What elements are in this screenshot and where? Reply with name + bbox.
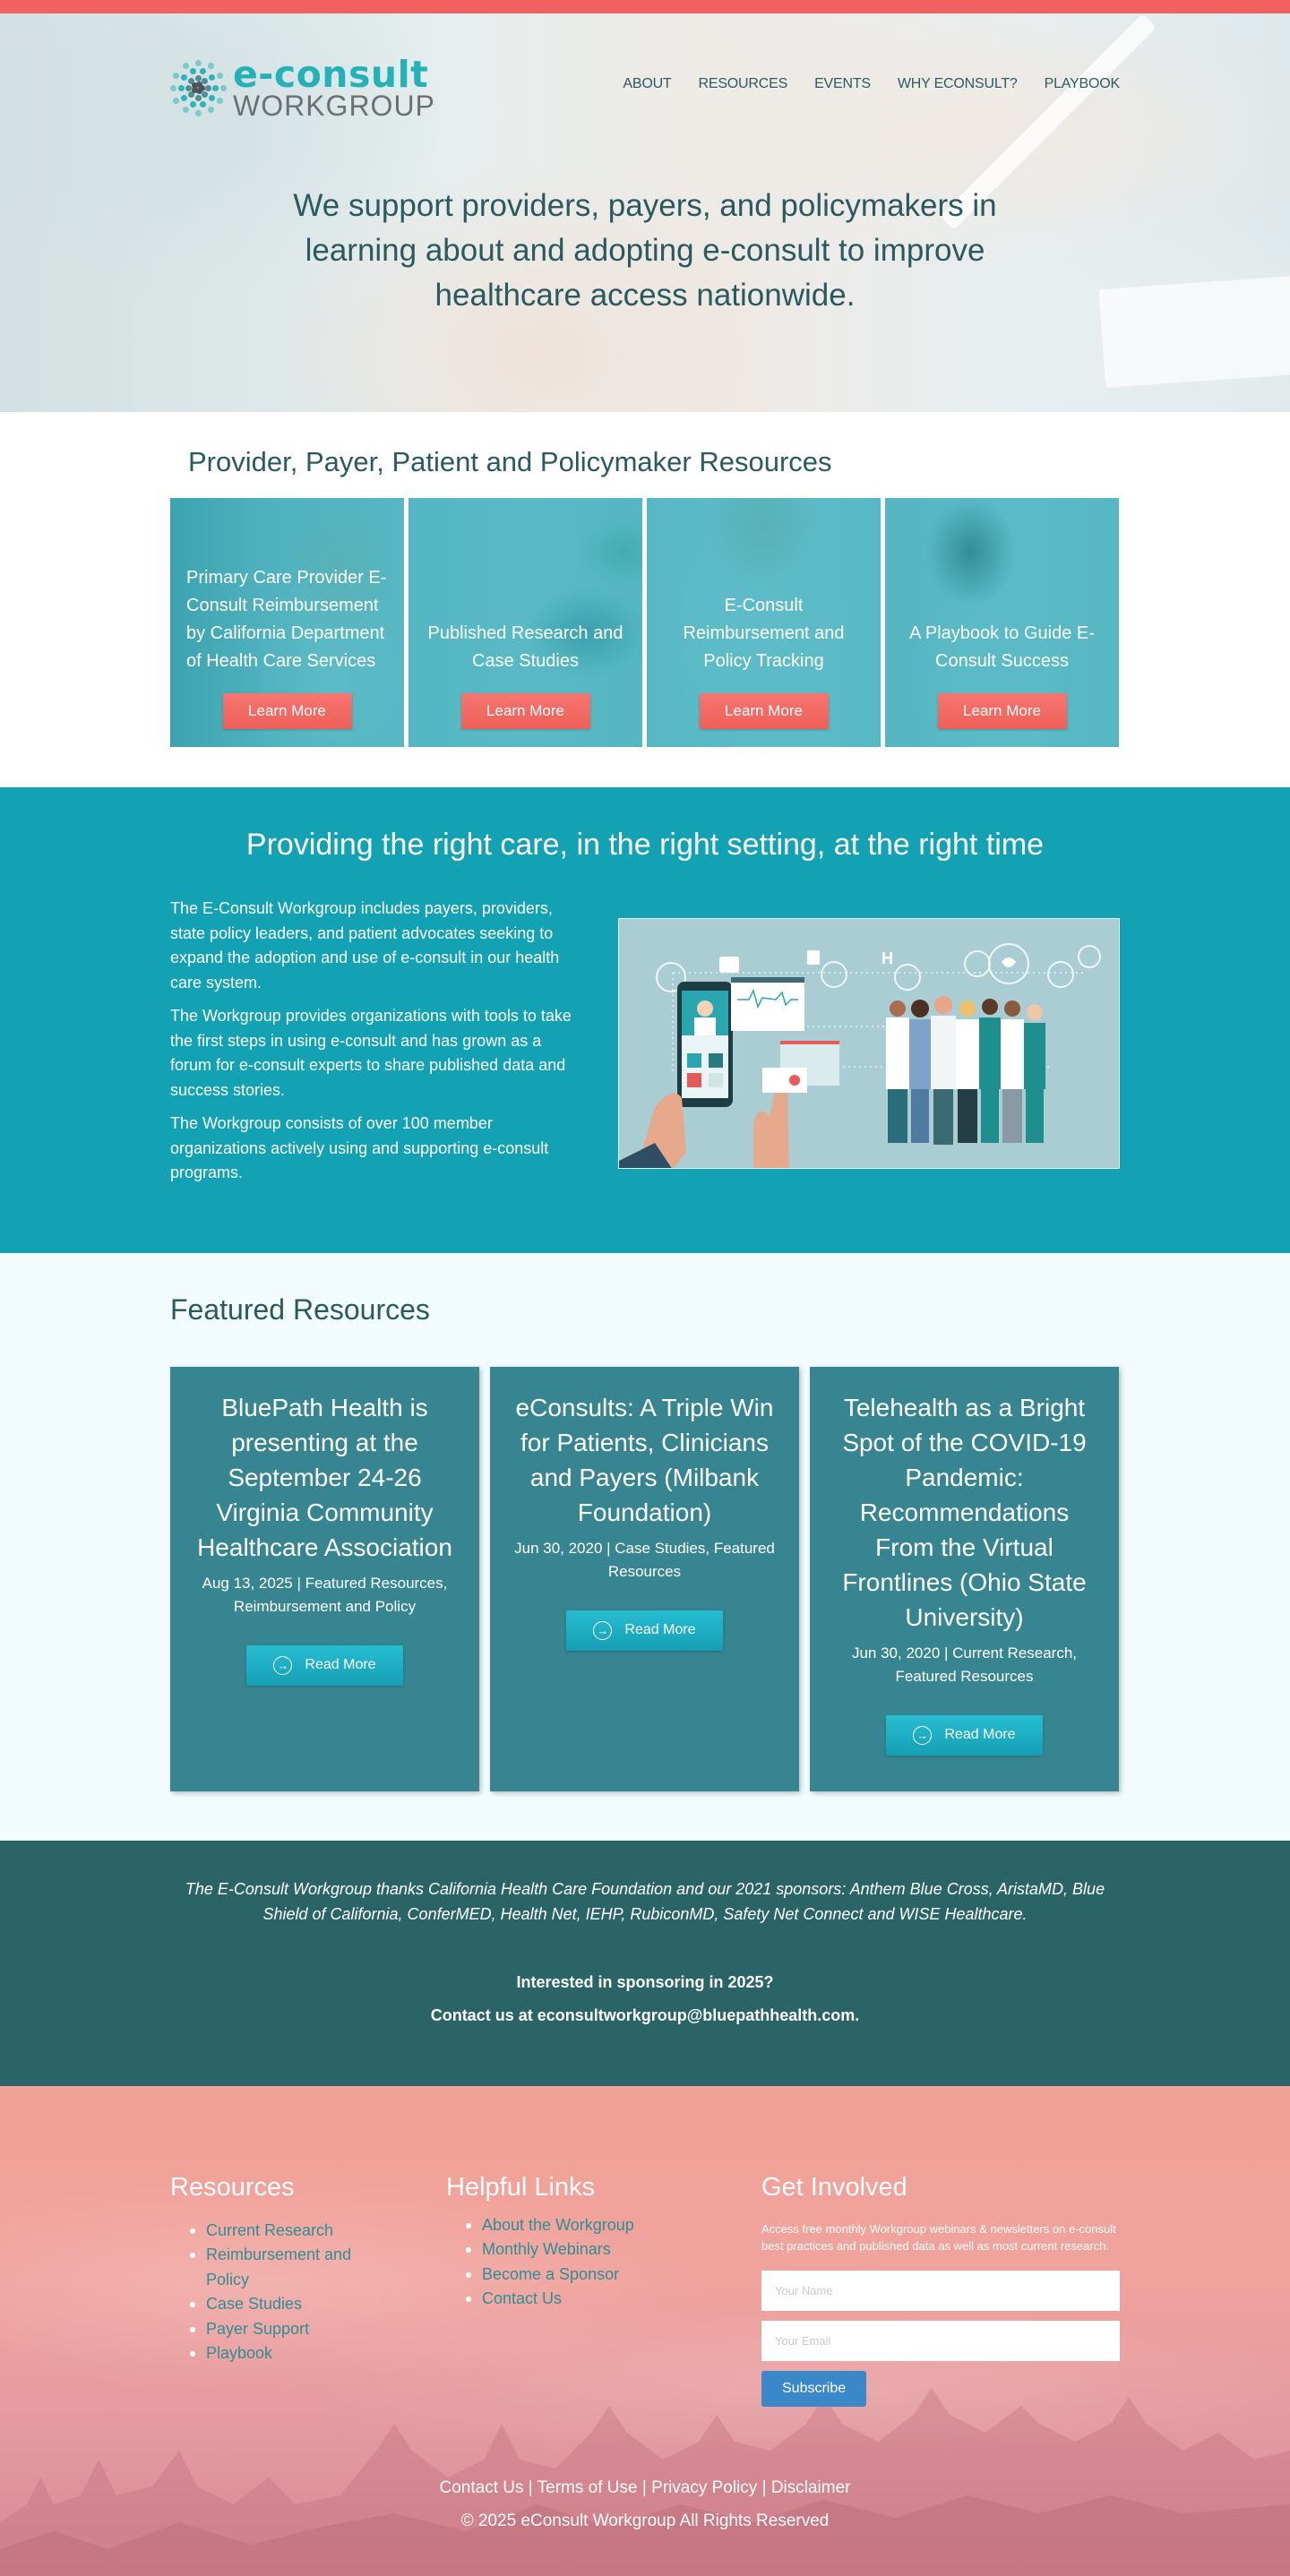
- site-header: e-consult WORKGROUP ABOUT RESOURCES EVEN…: [169, 47, 1120, 128]
- footer-get-involved: Get Involved Access free monthly Workgro…: [761, 2173, 1120, 2407]
- right-care-paragraph: The E-Consult Workgroup includes payers,…: [170, 899, 560, 992]
- arrow-right-circle-icon: →: [913, 1725, 933, 1745]
- learn-more-button[interactable]: Learn More: [699, 693, 829, 729]
- footer-get-involved-heading: Get Involved: [761, 2172, 907, 2202]
- resource-card-dhcs: Primary Care Provider E-Consult Reimburs…: [170, 498, 404, 747]
- hero-section: e-consult WORKGROUP ABOUT RESOURCES EVEN…: [0, 13, 1290, 412]
- right-care-heading: Providing the right care, in the right s…: [245, 828, 1045, 862]
- featured-card-meta: Jun 30, 2020 | Current Research, Feature…: [851, 1644, 1078, 1685]
- featured-card-title[interactable]: eConsults: A Triple Win for Patients, Cl…: [515, 1393, 774, 1526]
- read-more-button[interactable]: → Read More: [886, 1714, 1043, 1756]
- featured-card: BluePath Health is presenting at the Sep…: [170, 1366, 479, 1791]
- sponsor-thanks: The E-Consult Workgroup thanks Californi…: [185, 1879, 1105, 1923]
- learn-more-button[interactable]: Learn More: [460, 693, 590, 729]
- nav-resources[interactable]: RESOURCES: [698, 76, 788, 91]
- arrow-right-circle-icon: →: [593, 1620, 613, 1640]
- email-input[interactable]: [761, 2320, 1120, 2361]
- footer-privacy[interactable]: Privacy Policy: [651, 2477, 758, 2497]
- resource-card-title: A Playbook to Guide E-Consult Success: [909, 623, 1095, 671]
- resource-card-research: Published Research and Case Studies Lear…: [408, 498, 642, 747]
- featured-card-title[interactable]: Telehealth as a Bright Spot of the COVID…: [842, 1393, 1087, 1631]
- hero-background-clipboard: [1098, 275, 1290, 388]
- footer-disclaimer[interactable]: Disclaimer: [770, 2477, 851, 2497]
- hero-tagline: We support providers, payers, and policy…: [293, 188, 997, 313]
- resources-heading: Provider, Payer, Patient and Policymaker…: [188, 446, 832, 477]
- logo-dots-icon: [169, 59, 227, 116]
- subscribe-button[interactable]: Subscribe: [761, 2370, 867, 2407]
- learn-more-button[interactable]: Learn More: [222, 693, 352, 729]
- nav-about[interactable]: ABOUT: [623, 76, 672, 91]
- footer-link-webinars[interactable]: Monthly Webinars: [466, 2237, 761, 2263]
- nav-why-econsult[interactable]: WHY ECONSULT?: [897, 76, 1018, 91]
- top-accent-bar: [0, 0, 1290, 13]
- nav-events[interactable]: EVENTS: [814, 76, 871, 91]
- footer-helpful-links: Helpful Links About the Workgroup Monthl…: [446, 2173, 761, 2407]
- resource-card-title: Primary Care Provider E-Consult Reimburs…: [186, 568, 387, 671]
- footer-link-payer-support[interactable]: Payer Support: [190, 2317, 376, 2342]
- right-care-paragraph: The Workgroup consists of over 100 membe…: [170, 1114, 549, 1181]
- resources-section: Provider, Payer, Patient and Policymaker…: [0, 412, 1290, 787]
- read-more-button[interactable]: → Read More: [246, 1644, 403, 1686]
- resource-card-playbook: A Playbook to Guide E-Consult Success Le…: [885, 498, 1119, 747]
- footer-link-contact[interactable]: Contact Us: [466, 2287, 761, 2312]
- featured-card: Telehealth as a Bright Spot of the COVID…: [810, 1366, 1119, 1791]
- sponsor-question: Interested in sponsoring in 2025?: [516, 1972, 774, 1991]
- sponsors-section: The E-Consult Workgroup thanks Californi…: [0, 1840, 1290, 2086]
- nav-playbook[interactable]: PLAYBOOK: [1044, 76, 1121, 91]
- footer-link-about[interactable]: About the Workgroup: [466, 2213, 761, 2238]
- footer-contact-us[interactable]: Contact Us: [439, 2477, 524, 2497]
- right-care-paragraph: The Workgroup provides organizations wit…: [170, 1007, 572, 1099]
- footer-link-case-studies[interactable]: Case Studies: [190, 2292, 376, 2317]
- resource-card-policy-tracking: E-Consult Reimbursement and Policy Track…: [647, 498, 881, 747]
- site-footer: Resources Current Research Reimbursement…: [0, 2085, 1290, 2576]
- logo-text-workgroup: WORKGROUP: [233, 89, 435, 122]
- footer-bottom: Contact Us | Terms of Use | Privacy Poli…: [0, 2471, 1290, 2537]
- featured-card-meta: Jun 30, 2020 | Case Studies, Featured Re…: [514, 1539, 775, 1580]
- forest-background: [0, 2387, 1290, 2576]
- arrow-right-circle-icon: →: [273, 1655, 293, 1675]
- footer-terms[interactable]: Terms of Use: [537, 2477, 638, 2497]
- site-logo[interactable]: e-consult WORKGROUP: [169, 52, 435, 122]
- main-nav: ABOUT RESOURCES EVENTS WHY ECONSULT? PLA…: [623, 76, 1120, 92]
- featured-card: eConsults: A Triple Win for Patients, Cl…: [490, 1366, 799, 1791]
- newsletter-description: Access free monthly Workgroup webinars &…: [761, 2221, 1116, 2254]
- sponsor-contact[interactable]: Contact us at econsultworkgroup@bluepath…: [430, 2005, 860, 2024]
- featured-card-meta: Aug 13, 2025 | Featured Resources, Reimb…: [202, 1574, 448, 1615]
- footer-helpful-heading: Helpful Links: [446, 2172, 596, 2202]
- footer-link-playbook[interactable]: Playbook: [190, 2341, 376, 2366]
- resource-card-title: Published Research and Case Studies: [427, 623, 624, 671]
- resource-card-title: E-Consult Reimbursement and Policy Track…: [683, 596, 845, 671]
- featured-card-title[interactable]: BluePath Health is presenting at the Sep…: [197, 1393, 452, 1561]
- svg-text:H: H: [882, 949, 893, 967]
- copyright: © 2025 eConsult Workgroup All Rights Res…: [460, 2511, 830, 2530]
- footer-link-reimbursement-policy[interactable]: Reimbursement and Policy: [190, 2243, 376, 2292]
- right-care-section: Providing the right care, in the right s…: [0, 787, 1290, 1253]
- read-more-button[interactable]: → Read More: [566, 1610, 723, 1651]
- featured-resources-section: Featured Resources BluePath Health is pr…: [0, 1252, 1290, 1841]
- footer-resources-heading: Resources: [170, 2172, 295, 2202]
- footer-link-current-research[interactable]: Current Research: [190, 2219, 376, 2244]
- learn-more-button[interactable]: Learn More: [937, 693, 1067, 729]
- right-care-description: The E-Consult Workgroup includes payers,…: [170, 897, 587, 1195]
- resource-cards: Primary Care Provider E-Consult Reimburs…: [170, 498, 1120, 747]
- footer-resources: Resources Current Research Reimbursement…: [170, 2173, 446, 2407]
- telehealth-illustration: H: [618, 918, 1120, 1169]
- logo-text-econsult: e-consult: [233, 52, 429, 96]
- name-input[interactable]: [761, 2270, 1120, 2311]
- footer-link-sponsor[interactable]: Become a Sponsor: [466, 2263, 761, 2288]
- featured-heading: Featured Resources: [170, 1292, 430, 1326]
- footer-legal-links: Contact Us | Terms of Use | Privacy Poli…: [439, 2477, 851, 2497]
